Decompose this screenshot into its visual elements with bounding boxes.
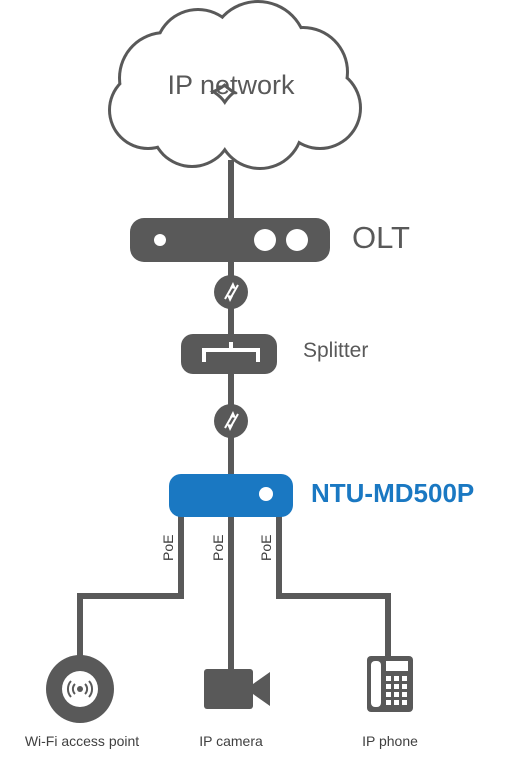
wifi-access-point-label: Wi-Fi access point [24, 733, 140, 749]
ntu-icon [169, 474, 293, 517]
splitter-icon [181, 334, 277, 374]
ip-camera-label: IP camera [199, 733, 263, 749]
cloud-label: IP network [167, 70, 295, 100]
wifi-access-point-icon [46, 655, 114, 723]
ip-phone-label: IP phone [362, 733, 418, 749]
ntu-label: NTU-MD500P [311, 478, 475, 508]
poe-label-phone: PoE [258, 534, 274, 561]
poe-label-wifi: PoE [160, 534, 176, 561]
poe-label-camera: PoE [210, 534, 226, 561]
converter-icon [214, 404, 248, 438]
phone-icon [367, 656, 413, 712]
poe-line-phone [276, 515, 391, 656]
cloud-icon [108, 0, 362, 170]
olt-icon [130, 218, 330, 262]
splitter-label: Splitter [303, 339, 369, 362]
olt-label: OLT [352, 220, 410, 255]
converter-icon [214, 275, 248, 309]
video-camera-icon [204, 669, 270, 709]
connection-lines [77, 160, 391, 672]
poe-line-wifi [77, 515, 184, 660]
